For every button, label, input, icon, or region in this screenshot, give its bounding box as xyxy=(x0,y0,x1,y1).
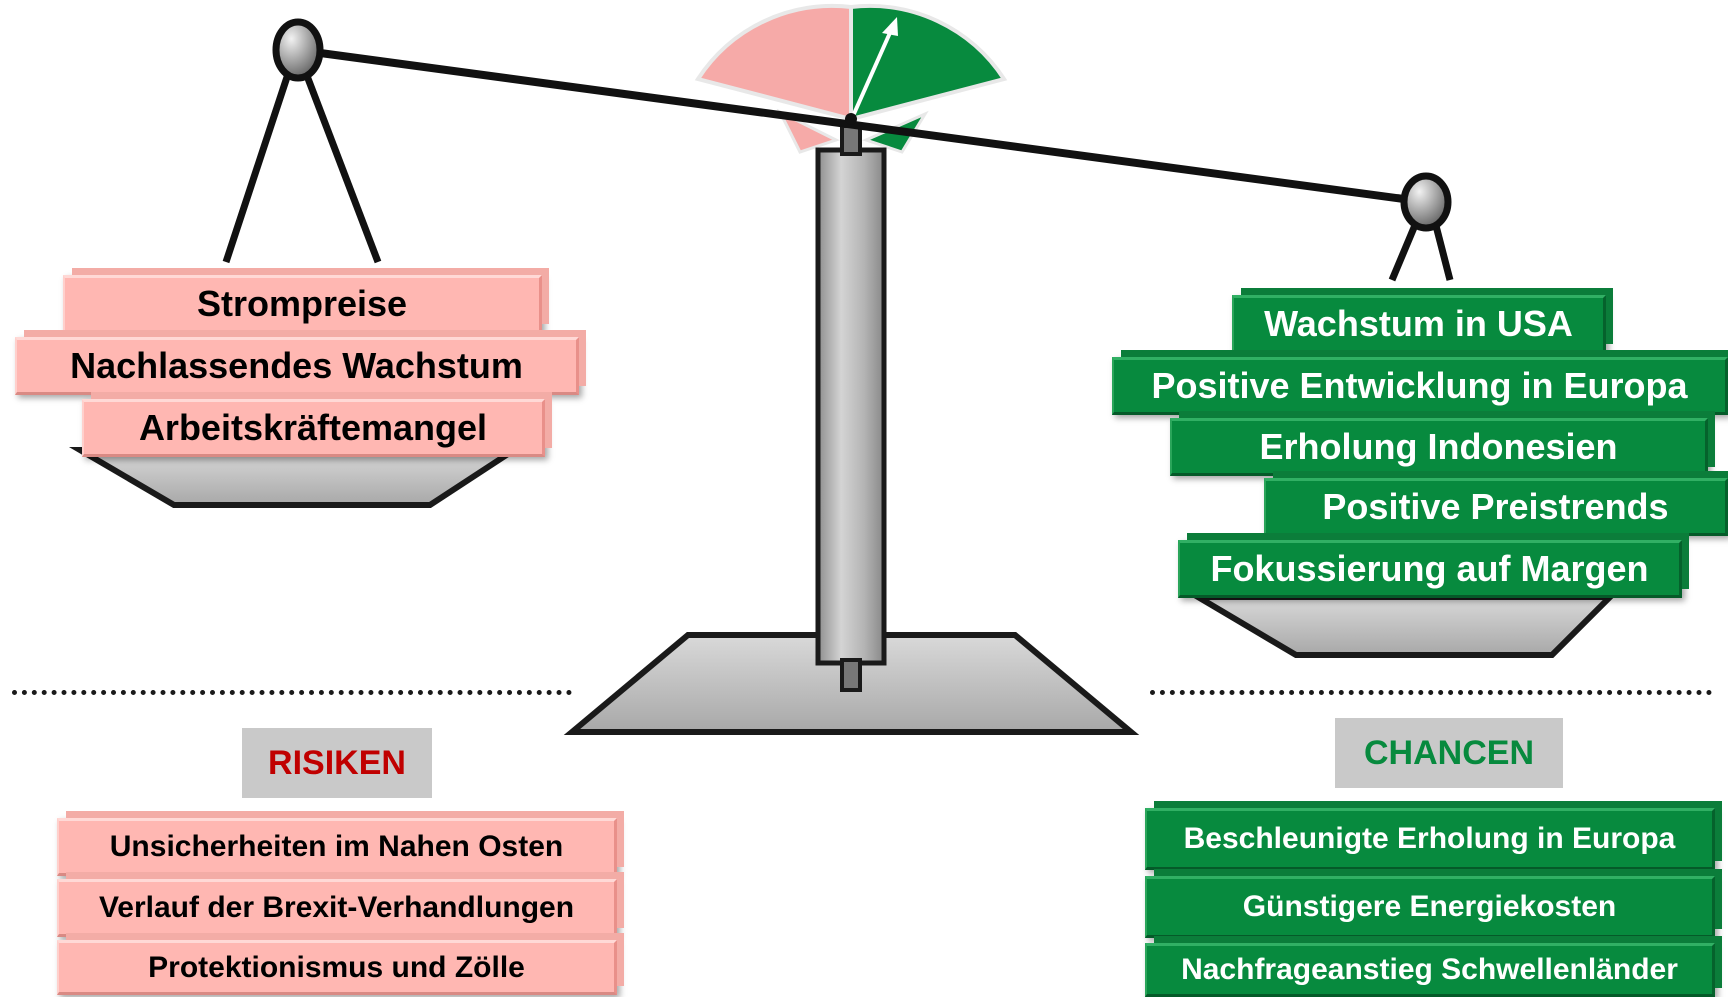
opportunities-label: CHANCEN xyxy=(1335,718,1563,788)
right-knob xyxy=(1400,172,1452,232)
scale-post xyxy=(815,147,887,666)
gauge-positive-sector xyxy=(849,3,1008,122)
gauge-needle xyxy=(851,25,895,117)
gauge-negative-sector xyxy=(694,3,853,122)
scale-beam xyxy=(297,46,1427,206)
risks-label: RISIKEN xyxy=(242,728,432,798)
risk-item-brexit: Verlauf der Brexit-Verhandlungen xyxy=(57,879,617,937)
left-separator xyxy=(12,690,572,695)
opportunity-item-erholung-europa: Beschleunigte Erholung in Europa xyxy=(1145,808,1715,870)
opportunity-item-schwellenlaender: Nachfrageanstieg Schwellenländer xyxy=(1145,943,1715,997)
gauge-needle-arrowhead xyxy=(882,17,898,36)
opportunity-item-energiekosten: Günstigere Energiekosten xyxy=(1145,876,1715,938)
left-pan-item-arbeitskraeftemangel: Arbeitskräftemangel xyxy=(82,399,545,457)
right-pan-item-positive-preistrends: Positive Preistrends xyxy=(1264,478,1728,536)
left-pan-item-nachlassendes-wachstum: Nachlassendes Wachstum xyxy=(15,337,579,395)
right-pan-item-positive-entwicklung-europa: Positive Entwicklung in Europa xyxy=(1112,357,1728,415)
right-pan-item-erholung-indonesien: Erholung Indonesien xyxy=(1170,418,1708,476)
left-knob xyxy=(272,18,324,82)
right-pan-item-wachstum-usa: Wachstum in USA xyxy=(1232,295,1606,353)
risk-item-nahost: Unsicherheiten im Nahen Osten xyxy=(57,818,617,876)
left-pan xyxy=(68,447,525,508)
right-pan-item-fokussierung-margen: Fokussierung auf Margen xyxy=(1178,540,1682,598)
right-separator xyxy=(1150,690,1712,695)
right-pan xyxy=(1187,594,1618,658)
left-pan-item-strompreise: Strompreise xyxy=(63,275,542,333)
risk-item-protektionismus: Protektionismus und Zölle xyxy=(57,940,617,995)
